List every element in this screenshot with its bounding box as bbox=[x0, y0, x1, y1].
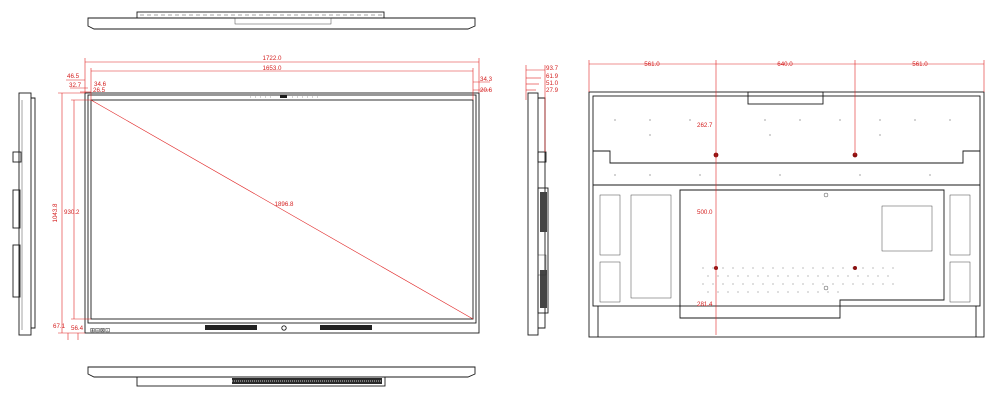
top-view bbox=[87, 11, 476, 30]
svg-text:⊞⊟⊠⊡: ⊞⊟⊠⊡ bbox=[90, 328, 110, 334]
rear-view: 561.0 640.0 561.0 262.7 500.0 281.4 bbox=[588, 60, 985, 338]
dim-screen-width: 1653.0 bbox=[263, 65, 282, 72]
right-side-view: 93.7 61.9 51.0 27.9 bbox=[525, 65, 559, 336]
dim-rear-right: 561.0 bbox=[912, 61, 928, 68]
dim-rear-mount-offset: 262.7 bbox=[697, 122, 713, 129]
dim-right-top-a: 34.3 bbox=[480, 76, 493, 83]
left-side-view bbox=[12, 92, 36, 336]
dim-left-top-b: 34.6 bbox=[94, 81, 107, 88]
dim-depth-1: 93.7 bbox=[546, 65, 559, 72]
dim-left-top-outer: 46.5 bbox=[67, 73, 80, 80]
dim-left-top-a: 32.7 bbox=[69, 82, 82, 89]
front-view: ⊞⊟⊠⊡ 1722.0 1653.0 1896.8 46.5 32.7 34.6… bbox=[52, 55, 493, 340]
dim-overall-height: 1043.8 bbox=[52, 203, 59, 222]
dim-depth-2: 61.9 bbox=[546, 73, 559, 80]
dim-rear-spacing: 640.0 bbox=[777, 61, 793, 68]
dim-overall-width: 1722.0 bbox=[263, 55, 282, 62]
dim-bottom-b: 56.4 bbox=[71, 325, 84, 332]
bottom-view bbox=[87, 366, 476, 387]
dim-screen-height: 930.2 bbox=[64, 209, 80, 216]
dim-depth-4: 27.9 bbox=[546, 87, 559, 94]
dim-right-top-b: 20.6 bbox=[480, 87, 493, 94]
dim-depth-3: 51.0 bbox=[546, 80, 559, 87]
dim-rear-left: 561.0 bbox=[644, 61, 660, 68]
dim-diagonal: 1896.8 bbox=[275, 201, 294, 208]
dim-bottom-a: 67.1 bbox=[53, 323, 66, 330]
dim-rear-bottom: 281.4 bbox=[697, 301, 713, 308]
dim-rear-vertical: 500.0 bbox=[697, 209, 713, 216]
dim-left-top-c: 26.5 bbox=[93, 87, 106, 94]
